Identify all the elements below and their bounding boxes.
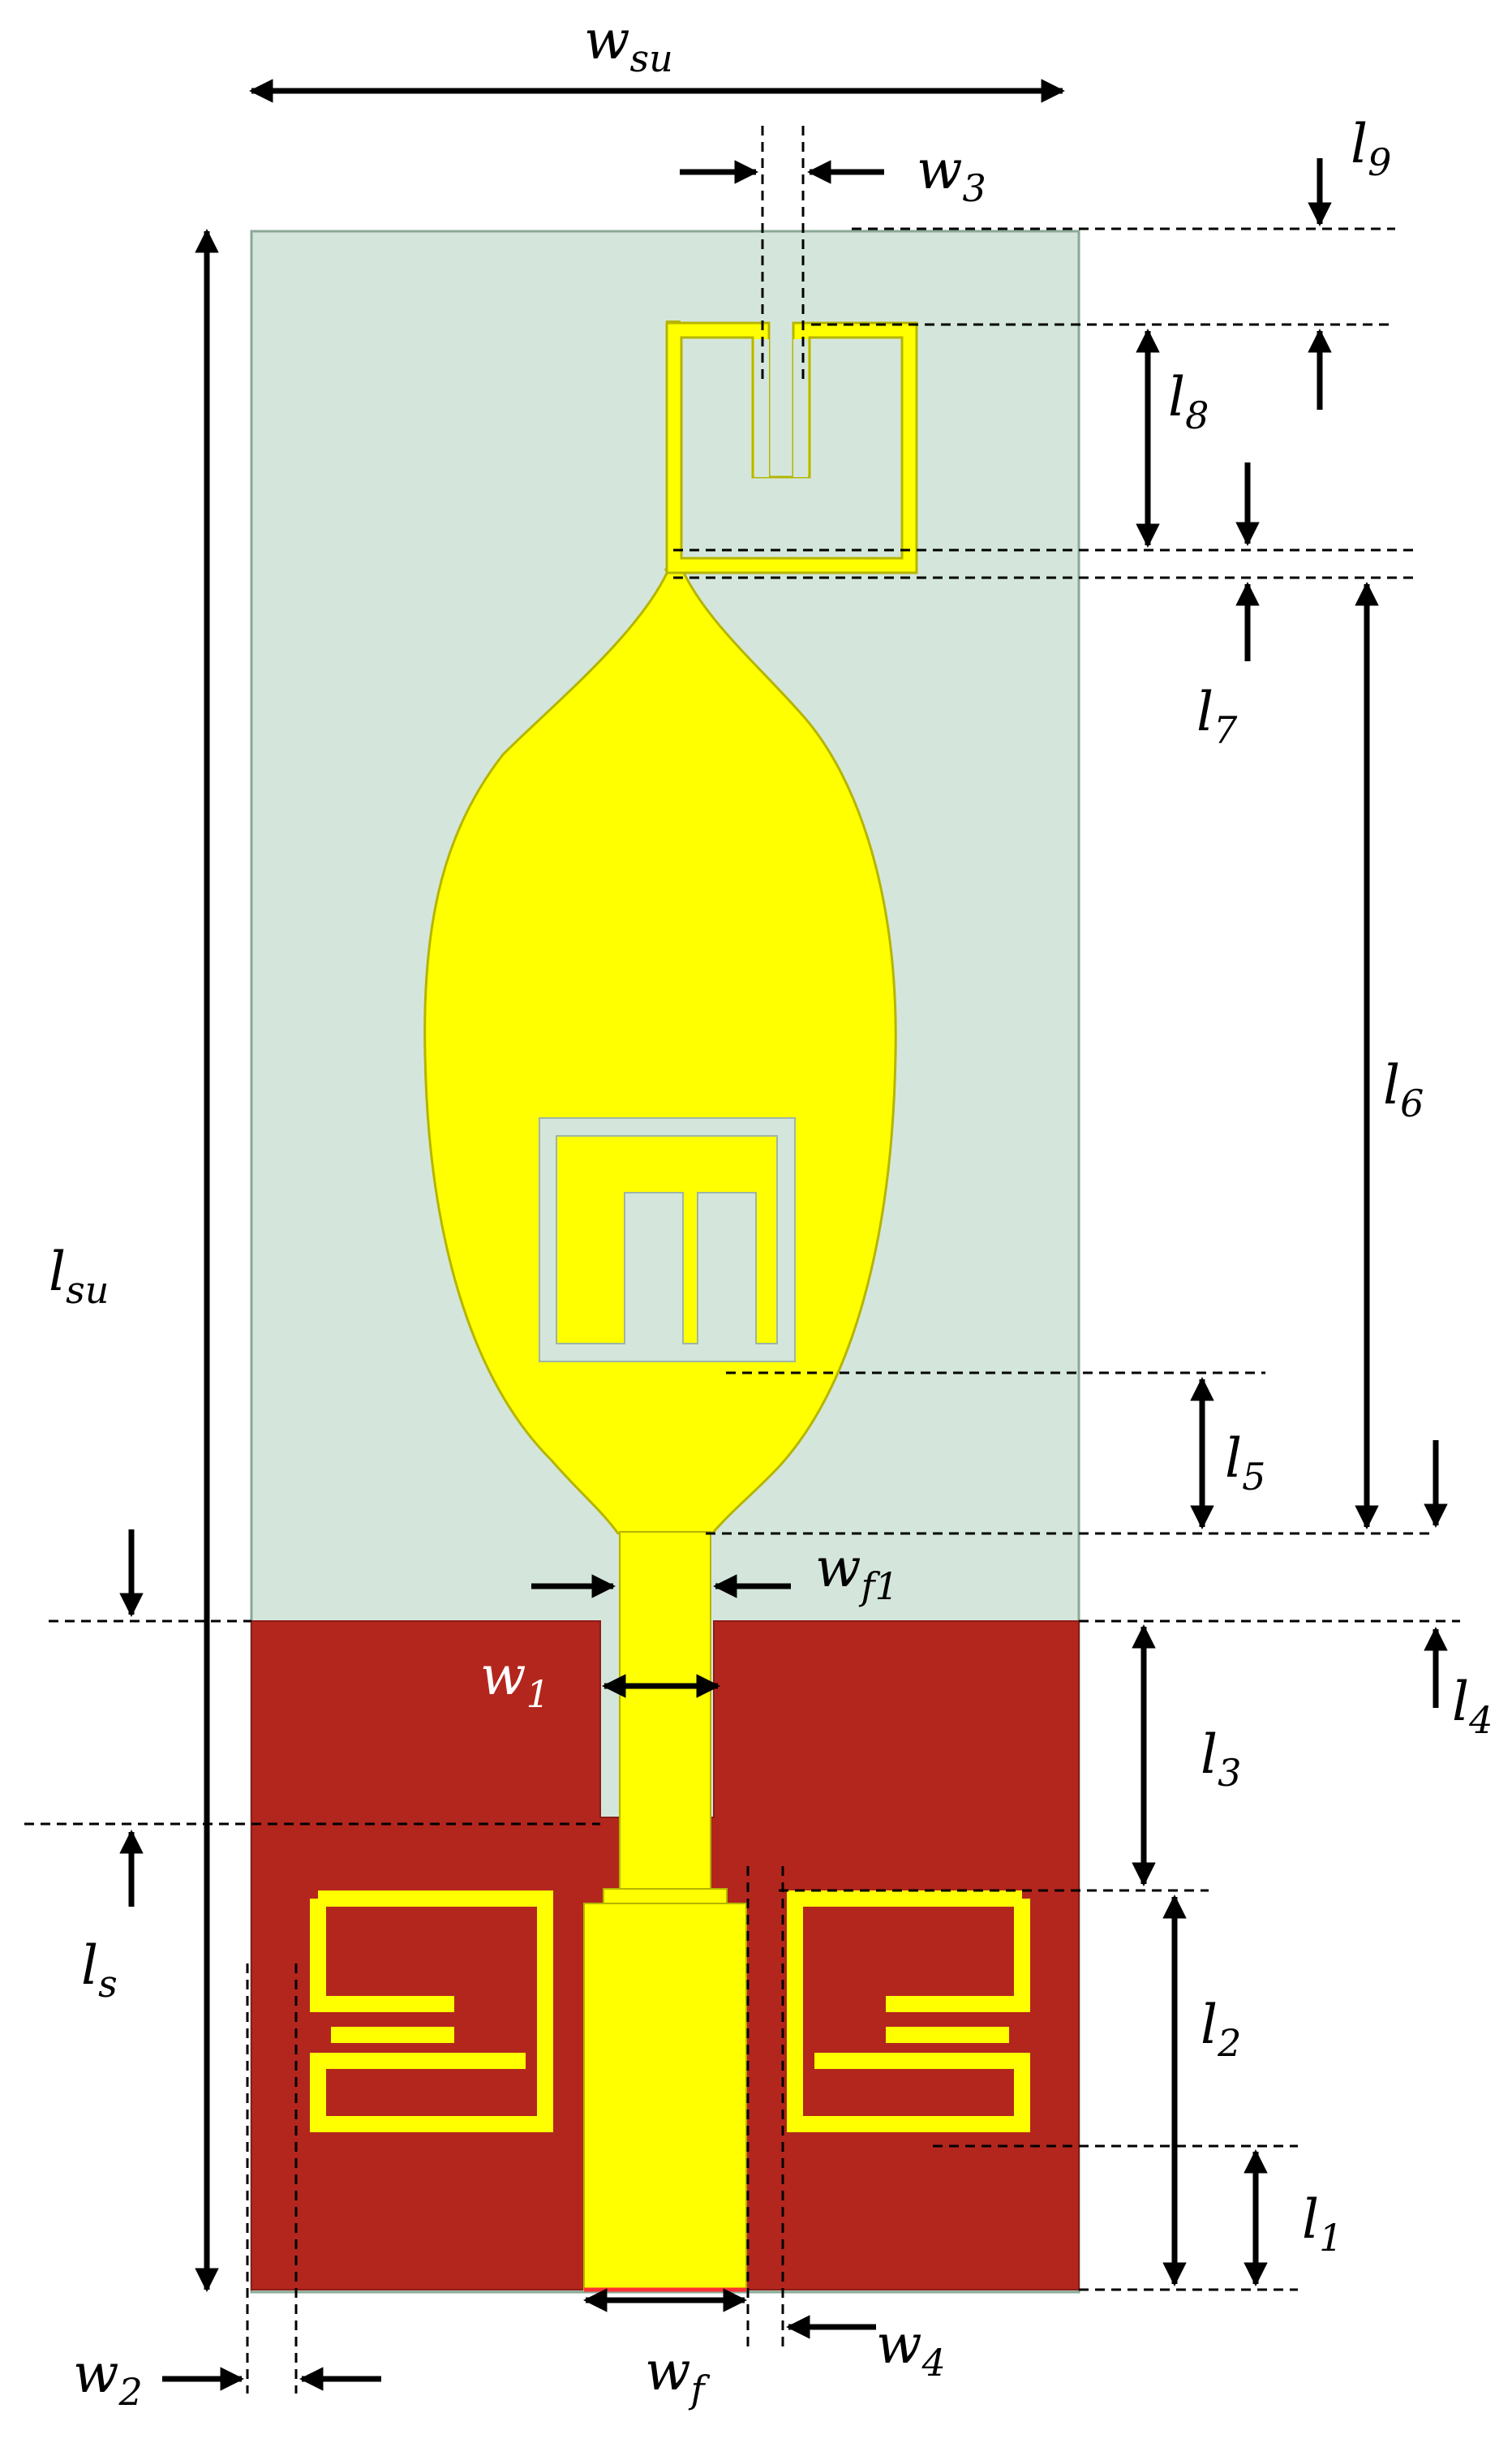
label-l-s: ls <box>81 1934 118 2006</box>
top-resonator-slot-right <box>793 339 808 477</box>
dimension-labels: wsu w3 l9 l8 l7 l6 l5 lsu wf1 w1 l4 l3 l… <box>49 9 1493 2414</box>
label-w-f1: wf1 <box>815 1537 899 1608</box>
label-l-3: l3 <box>1201 1723 1241 1795</box>
top-resonator-slot-left <box>754 339 769 477</box>
label-w-3: w3 <box>917 139 986 210</box>
label-w-su: wsu <box>584 9 673 80</box>
left-ground-resonator <box>310 1890 553 2132</box>
radiating-patch <box>423 320 918 2292</box>
label-l-2: l2 <box>1201 1994 1241 2065</box>
patch-split-ring-slot <box>539 1117 796 1362</box>
label-w-4: w4 <box>876 2313 946 2385</box>
label-l-6: l6 <box>1383 1054 1424 1125</box>
label-l-8: l8 <box>1168 366 1209 437</box>
label-l-4: l4 <box>1452 1671 1493 1742</box>
label-w-1: w1 <box>480 1645 550 1716</box>
label-l-7: l7 <box>1196 681 1238 752</box>
reference-lines <box>24 126 1460 2394</box>
label-l-5: l5 <box>1225 1427 1265 1499</box>
label-l-su: lsu <box>49 1241 109 1312</box>
narrow-feed-line <box>619 1531 711 1906</box>
wide-feed-line <box>583 1903 747 2290</box>
dimension-arrows <box>119 79 1448 2391</box>
label-w-2: w2 <box>73 2342 143 2414</box>
label-l-1: l1 <box>1302 2188 1342 2260</box>
right-ground-resonator <box>787 1890 1030 2132</box>
label-w-f: wf <box>645 2340 711 2411</box>
label-l-9: l9 <box>1351 113 1391 184</box>
